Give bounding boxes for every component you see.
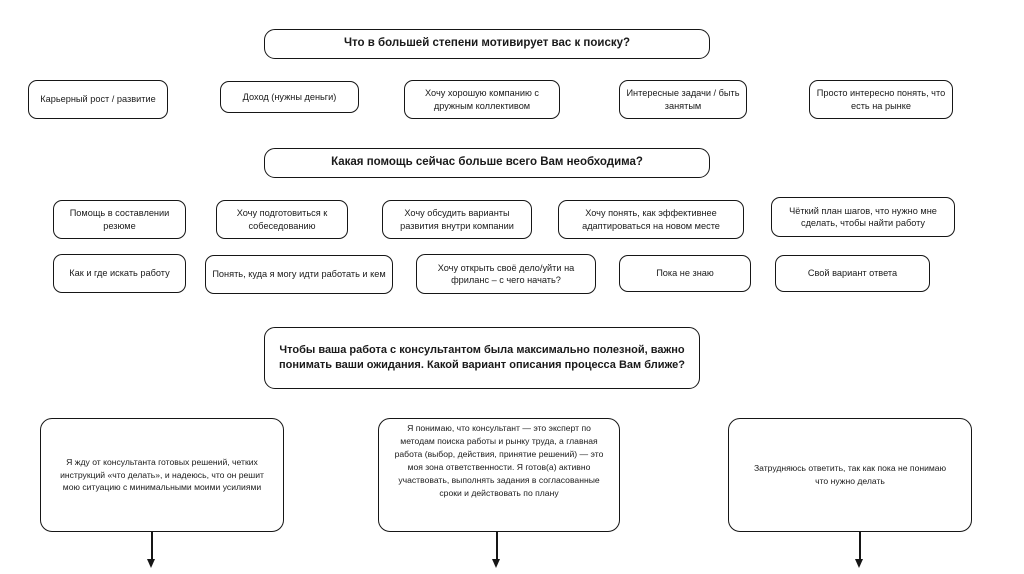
q2-option-2[interactable]: Хочу подготовиться к собеседованию <box>216 200 348 239</box>
question-box-3[interactable]: Чтобы ваша работа с консультантом была м… <box>264 327 700 389</box>
arrow-1-head <box>147 559 156 568</box>
question-box-1[interactable]: Что в большей степени мотивирует вас к п… <box>264 29 710 59</box>
q1-option-5[interactable]: Просто интересно понять, что есть на рын… <box>809 80 953 119</box>
arrow-down-option-3 <box>855 532 864 568</box>
q1-option-1[interactable]: Карьерный рост / развитие <box>28 80 168 119</box>
q2-option-10-label: Свой вариант ответа <box>807 268 898 279</box>
q2-option-9-label: Пока не знаю <box>656 268 714 279</box>
q2-option-7[interactable]: Понять, куда я могу идти работать и кем <box>205 255 393 294</box>
arrow-3-head <box>855 559 864 568</box>
q2-option-8-label: Хочу открыть своё дело/уйти на фриланс –… <box>437 262 575 285</box>
q3-option-2-label: Я понимаю, что консультант — это эксперт… <box>394 423 604 498</box>
q1-option-1-label: Карьерный рост / развитие <box>40 94 156 105</box>
arrow-3-shaft <box>859 532 861 560</box>
q2-option-3-label: Хочу обсудить варианты развития внутри к… <box>400 208 514 231</box>
arrow-2-shaft <box>496 532 498 560</box>
q1-option-5-label: Просто интересно понять, что есть на рын… <box>816 88 946 111</box>
arrow-down-option-1 <box>147 532 156 568</box>
question-box-2[interactable]: Какая помощь сейчас больше всего Вам нео… <box>264 148 710 178</box>
q1-option-2[interactable]: Доход (нужны деньги) <box>220 81 359 113</box>
q2-option-7-label: Понять, куда я могу идти работать и кем <box>212 269 386 280</box>
q1-option-2-label: Доход (нужны деньги) <box>242 91 337 102</box>
q3-option-1-label: Я жду от консультанта готовых решений, ч… <box>60 456 264 493</box>
q3-option-1[interactable]: Я жду от консультанта готовых решений, ч… <box>40 418 284 532</box>
q3-option-3[interactable]: Затрудняюсь ответить, так как пока не по… <box>728 418 972 532</box>
q2-option-5[interactable]: Чёткий план шагов, что нужно мне сделать… <box>771 197 955 237</box>
q2-option-9[interactable]: Пока не знаю <box>619 255 751 292</box>
question-2-text: Какая помощь сейчас больше всего Вам нео… <box>331 156 643 169</box>
arrow-down-option-2 <box>492 532 501 568</box>
q2-option-5-label: Чёткий план шагов, что нужно мне сделать… <box>789 205 937 228</box>
q2-option-2-label: Хочу подготовиться к собеседованию <box>236 208 328 231</box>
q1-option-3[interactable]: Хочу хорошую компанию с дружным коллекти… <box>404 80 560 119</box>
question-3-text: Чтобы ваша работа с консультантом была м… <box>278 344 686 371</box>
q2-option-1-label: Помощь в составлении резюме <box>69 208 170 231</box>
q2-option-3[interactable]: Хочу обсудить варианты развития внутри к… <box>382 200 532 239</box>
q2-option-1[interactable]: Помощь в составлении резюме <box>53 200 186 239</box>
q2-option-4[interactable]: Хочу понять, как эффективнее адаптироват… <box>558 200 744 239</box>
question-1-text: Что в большей степени мотивирует вас к п… <box>343 37 631 50</box>
q2-option-6-label: Как и где искать работу <box>69 268 170 279</box>
q2-option-10[interactable]: Свой вариант ответа <box>775 255 930 292</box>
q2-option-6[interactable]: Как и где искать работу <box>53 254 186 293</box>
q3-option-2[interactable]: Я понимаю, что консультант — это эксперт… <box>378 418 620 532</box>
arrow-2-head <box>492 559 501 568</box>
q1-option-4-label: Интересные задачи / быть занятым <box>626 88 740 111</box>
q1-option-3-label: Хочу хорошую компанию с дружным коллекти… <box>425 88 539 111</box>
q2-option-4-label: Хочу понять, как эффективнее адаптироват… <box>582 208 720 231</box>
q1-option-4[interactable]: Интересные задачи / быть занятым <box>619 80 747 119</box>
q3-option-3-label: Затрудняюсь ответить, так как пока не по… <box>753 463 947 486</box>
arrow-1-shaft <box>151 532 153 560</box>
q2-option-8[interactable]: Хочу открыть своё дело/уйти на фриланс –… <box>416 254 596 294</box>
